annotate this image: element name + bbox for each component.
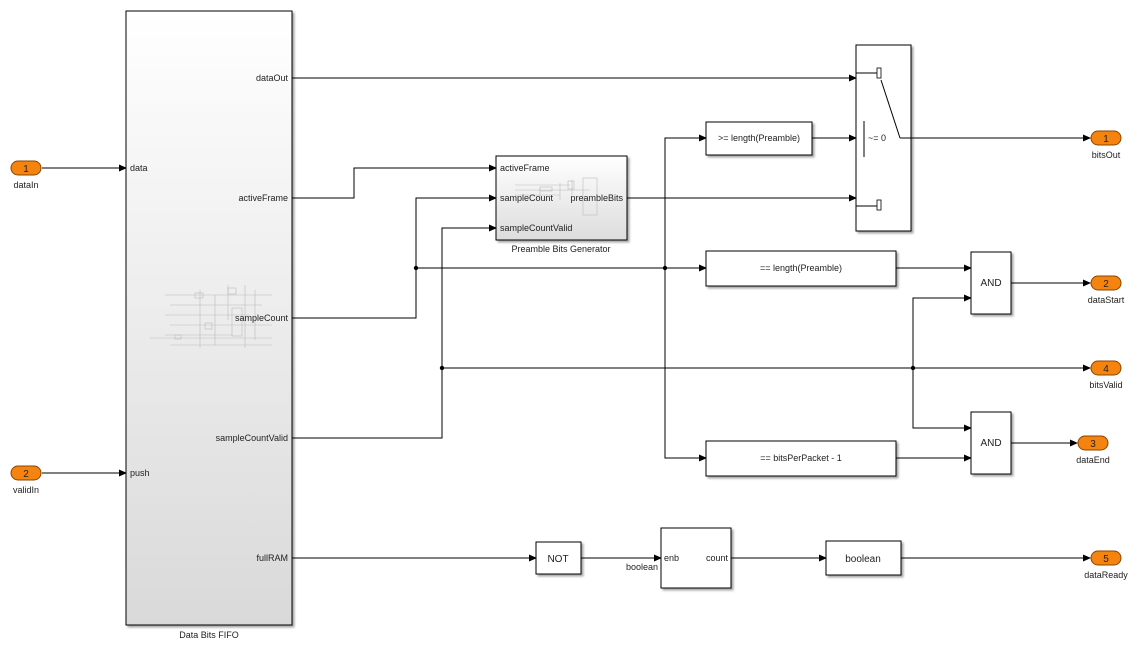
wire-activeFrame[interactable]: [292, 164, 497, 199]
inport-dataIn[interactable]: 1 dataIn: [10, 160, 42, 190]
preamble-preview-graphic: [515, 177, 598, 216]
outport-bitsValid[interactable]: 4 bitsValid: [1089, 360, 1123, 390]
fifo-port-data: data: [130, 163, 148, 173]
wire-sampleCount[interactable]: [292, 194, 497, 319]
preamble-port-sampleCountValid: sampleCountValid: [500, 223, 572, 233]
svg-text:boolean: boolean: [845, 554, 881, 565]
fifo-port-dataOut: dataOut: [256, 73, 289, 83]
wire-sampleCountValid[interactable]: [292, 224, 497, 439]
svg-text:4: 4: [1103, 364, 1109, 375]
outport-label: bitsOut: [1092, 150, 1121, 160]
svg-text:NOT: NOT: [547, 554, 568, 565]
preamble-port-sampleCount: sampleCount: [500, 193, 554, 203]
fifo-port-sampleCountValid: sampleCountValid: [216, 433, 288, 443]
svg-text:AND: AND: [980, 278, 1001, 289]
compare-eq-length-preamble-block[interactable]: == length(Preamble): [705, 250, 897, 287]
fifo-port-push: push: [130, 468, 150, 478]
switch-block[interactable]: ~= 0: [855, 44, 912, 232]
inport-label: validIn: [13, 485, 39, 495]
outport-bitsOut[interactable]: 1 bitsOut: [1090, 130, 1122, 160]
compare-eq-bits-per-packet-block[interactable]: == bitsPerPacket - 1: [705, 440, 897, 477]
outport-label: bitsValid: [1089, 380, 1122, 390]
data-bits-fifo-block[interactable]: data push dataOut activeFrame sampleCoun…: [125, 10, 293, 640]
preamble-port-activeFrame: activeFrame: [500, 163, 550, 173]
signal-type-label: boolean: [626, 562, 658, 572]
switch-icon: [856, 67, 911, 211]
fifo-port-sampleCount: sampleCount: [235, 313, 289, 323]
outport-label: dataEnd: [1076, 455, 1110, 465]
and-block-datastart[interactable]: AND: [970, 251, 1012, 315]
fifo-block-name: Data Bits FIFO: [179, 630, 239, 640]
junction-dot: [413, 265, 419, 271]
switch-criteria: ~= 0: [868, 133, 886, 143]
compare-ge-length-preamble-block[interactable]: >= length(Preamble): [705, 121, 813, 156]
junction-dot: [910, 365, 916, 371]
wire-sampleCount-packet[interactable]: [664, 268, 707, 462]
not-block[interactable]: NOT: [535, 541, 582, 575]
counter-port-count: count: [706, 553, 729, 563]
and-block-dataend[interactable]: AND: [970, 411, 1012, 475]
outport-label: dataStart: [1088, 295, 1125, 305]
fifo-preview-graphic: [150, 285, 272, 348]
outport-dataStart[interactable]: 2 dataStart: [1088, 275, 1125, 305]
outport-label: dataReady: [1084, 570, 1128, 580]
svg-text:== length(Preamble): == length(Preamble): [760, 263, 842, 273]
inport-validIn[interactable]: 2 validIn: [10, 465, 42, 495]
preamble-port-preambleBits: preambleBits: [570, 193, 623, 203]
counter-port-enb: enb: [664, 553, 679, 563]
counter-block[interactable]: enb count: [660, 527, 732, 589]
fifo-port-fullRAM: fullRAM: [256, 553, 288, 563]
wire-valid-and1[interactable]: [912, 294, 972, 368]
svg-text:2: 2: [23, 469, 29, 480]
svg-text:== bitsPerPacket - 1: == bitsPerPacket - 1: [760, 453, 842, 463]
wires: [42, 74, 1091, 562]
junction-dot: [662, 265, 668, 271]
fifo-port-activeFrame: activeFrame: [238, 193, 288, 203]
junction-dot: [439, 365, 445, 371]
wire-sampleCount-ge[interactable]: [664, 134, 707, 268]
svg-text:1: 1: [1103, 134, 1109, 145]
preamble-block-name: Preamble Bits Generator: [511, 244, 610, 254]
outport-dataReady[interactable]: 5 dataReady: [1084, 550, 1128, 580]
data-type-conversion-block[interactable]: boolean: [825, 540, 902, 576]
svg-text:5: 5: [1103, 554, 1109, 565]
svg-text:AND: AND: [980, 438, 1001, 449]
wire-valid-and2[interactable]: [912, 368, 972, 432]
svg-text:>= length(Preamble): >= length(Preamble): [718, 133, 800, 143]
inport-label: dataIn: [13, 180, 38, 190]
svg-text:3: 3: [1090, 439, 1096, 450]
preamble-bits-generator-block[interactable]: activeFrame sampleCount sampleCountValid…: [495, 155, 628, 254]
outport-dataEnd[interactable]: 3 dataEnd: [1076, 435, 1110, 465]
svg-text:2: 2: [1103, 279, 1109, 290]
svg-text:1: 1: [23, 164, 29, 175]
